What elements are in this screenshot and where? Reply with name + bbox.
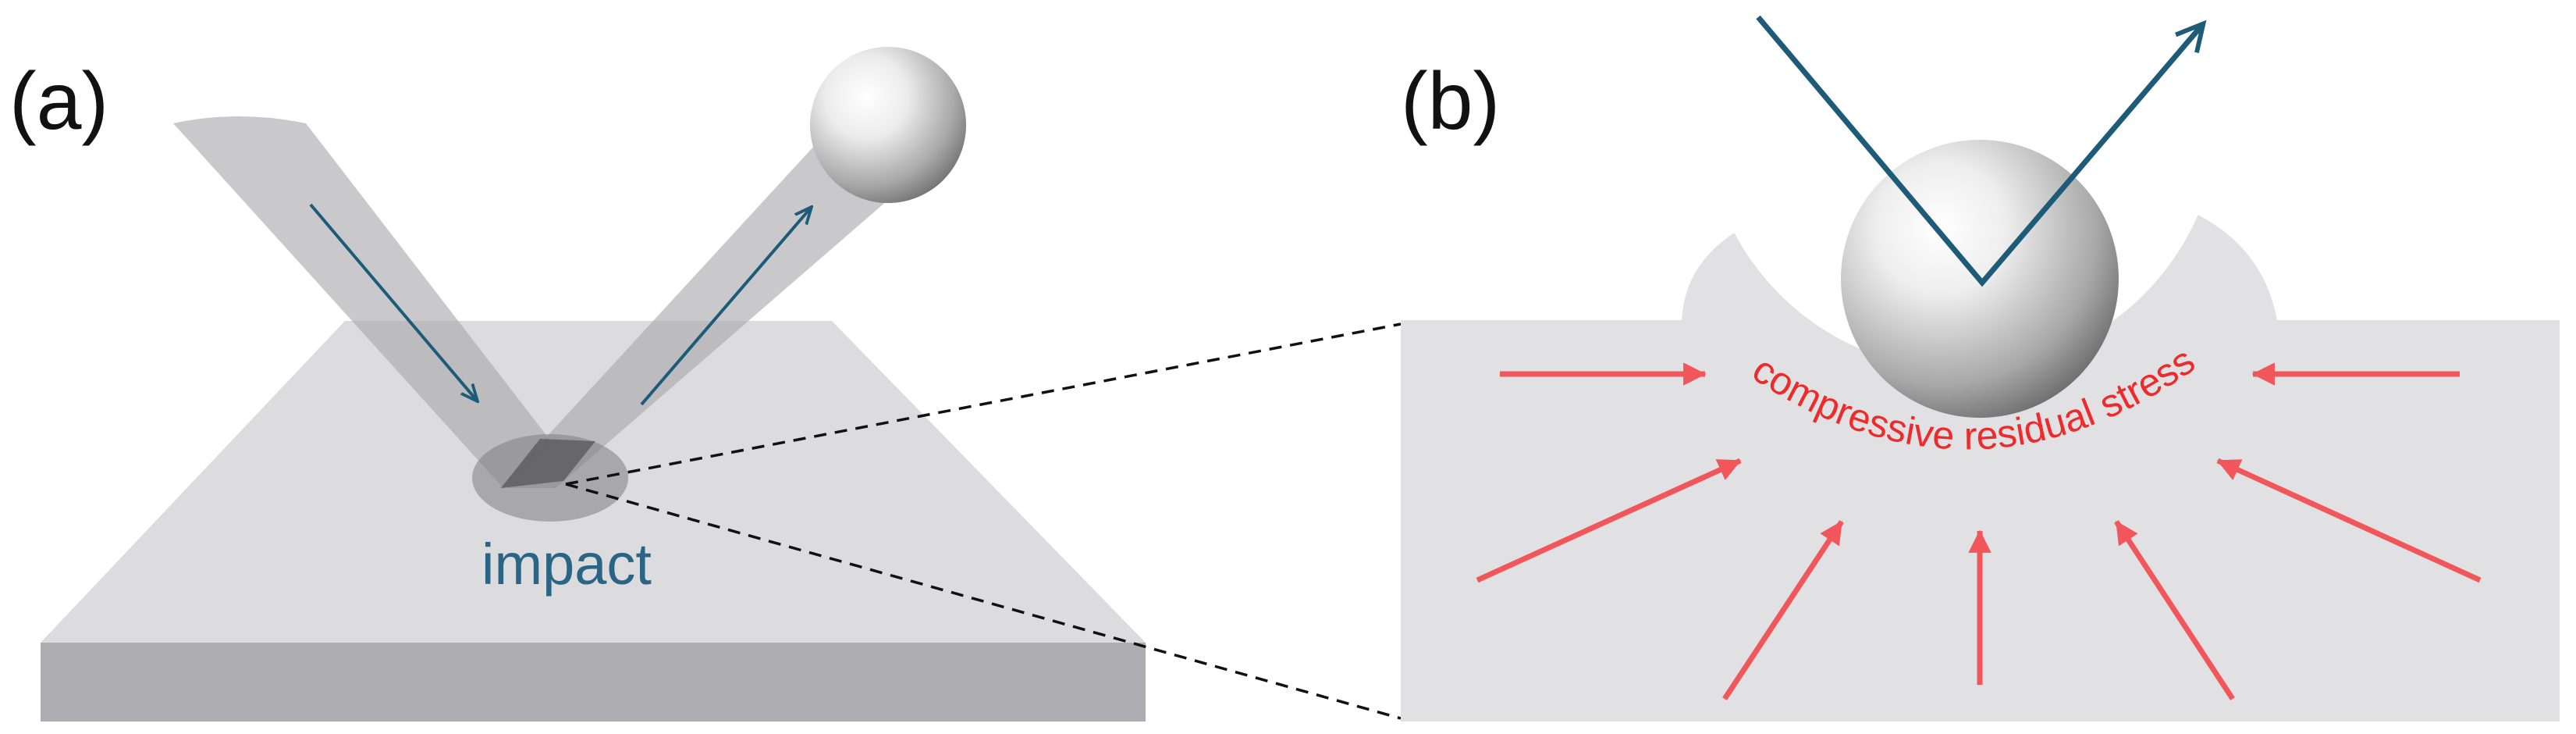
zoom-line-top	[565, 322, 1402, 486]
incoming-arrow	[309, 203, 478, 401]
stress-arrow-left-bottom	[1722, 520, 1844, 700]
bounce-trajectory	[1756, 15, 2207, 287]
stress-arrow-right-lower	[2216, 458, 2482, 583]
panel-b-label: (b)	[1401, 56, 1500, 147]
zoom-connector	[565, 322, 1402, 720]
zoom-line-bottom	[565, 483, 1402, 720]
panel-b: (b) compressive residual stress	[1401, 15, 2560, 722]
incoming-beam	[173, 116, 551, 488]
outgoing-beam	[499, 144, 894, 488]
impact-point	[501, 439, 595, 488]
panel-a: (a) impact	[9, 47, 1146, 722]
stress-arrow-right-bottom	[2114, 520, 2235, 700]
impact-label: impact	[481, 532, 652, 597]
panel-a-label: (a)	[9, 56, 108, 147]
shot-ball-icon	[810, 47, 966, 203]
outgoing-arrow	[640, 207, 812, 406]
stress-arrow-left-lower	[1476, 458, 1742, 583]
stress-arrows	[1476, 362, 2482, 700]
material-block	[1401, 212, 2560, 722]
plate-front-side	[41, 643, 1146, 722]
